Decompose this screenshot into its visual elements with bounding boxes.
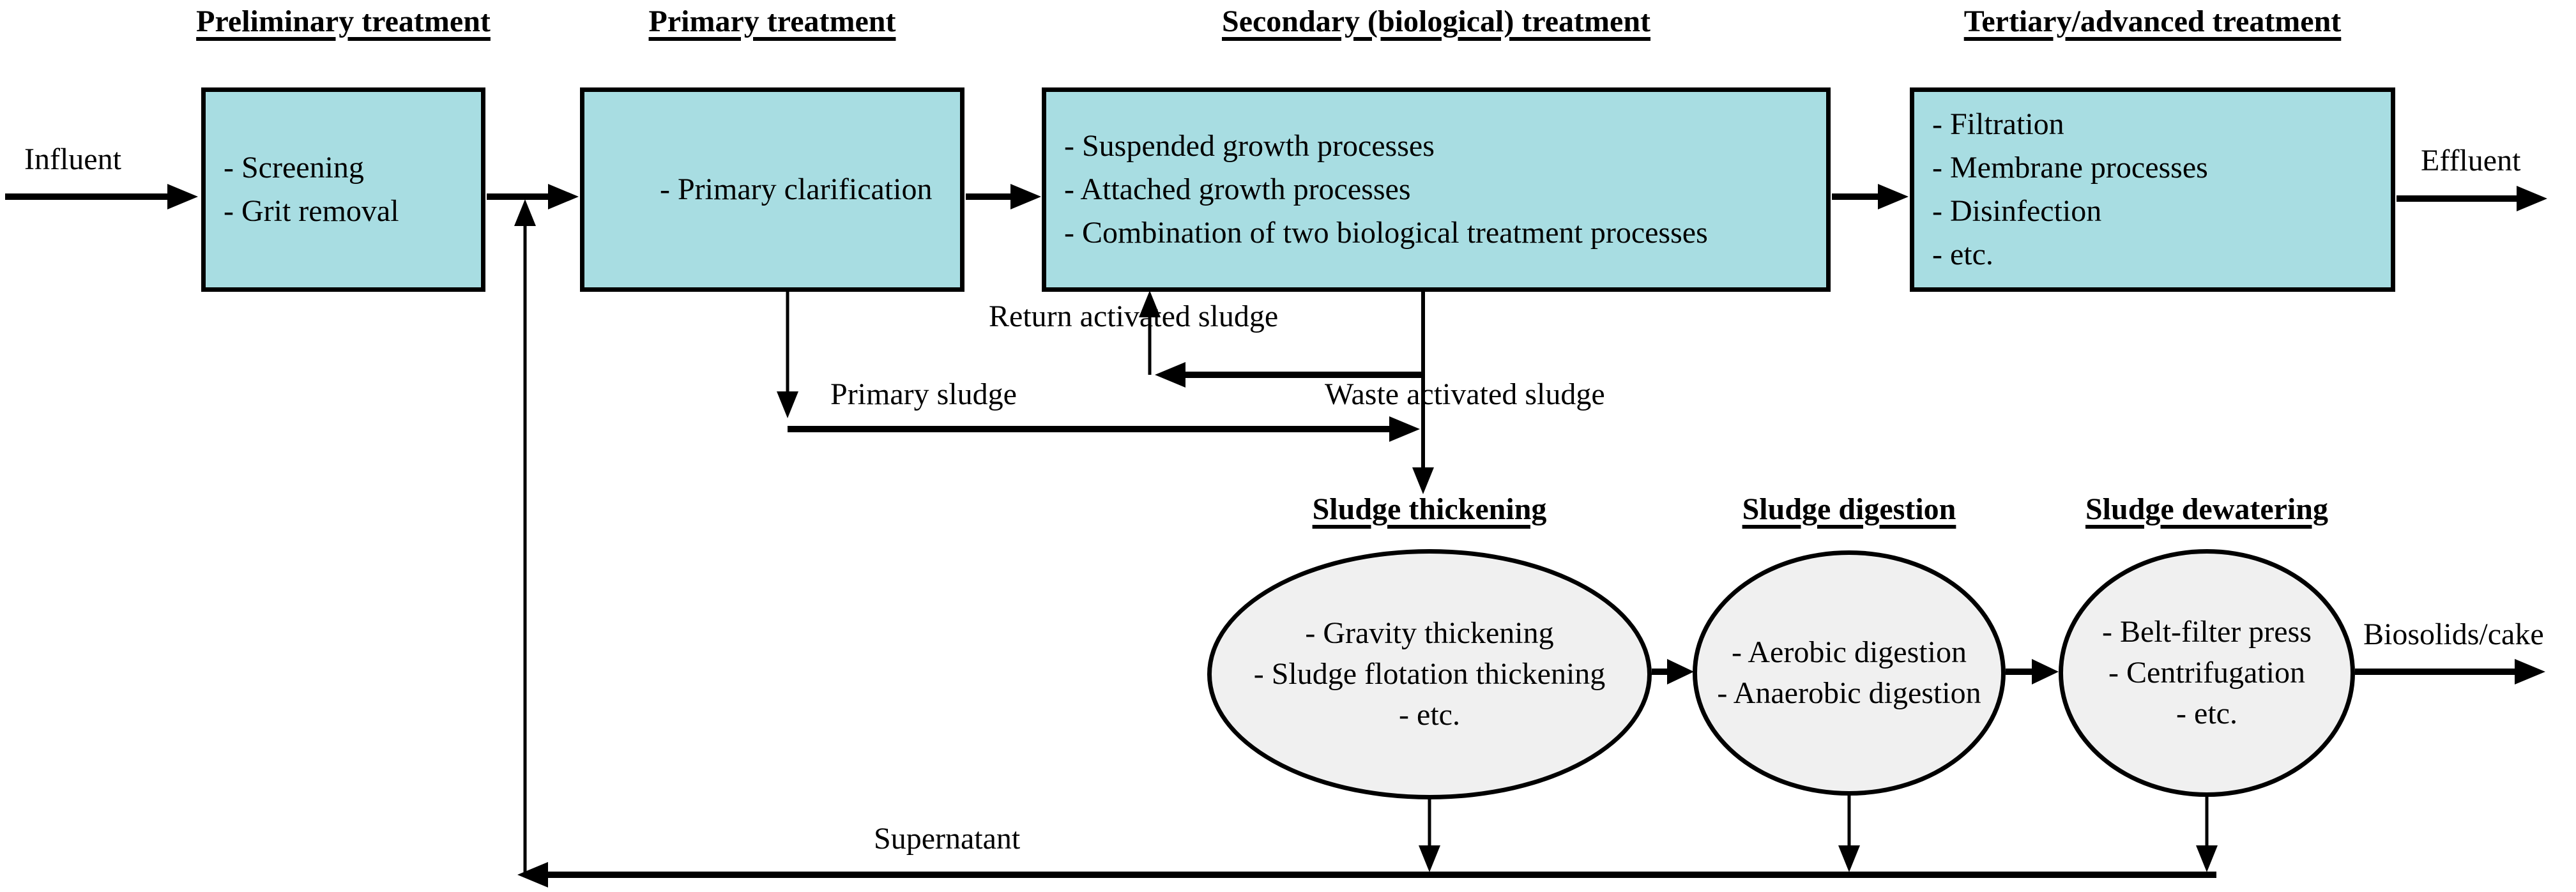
box-item: - Membrane processes [1932, 151, 2208, 185]
primary-sludge-label: Primary sludge [830, 377, 1017, 411]
box-item: - etc. [1932, 238, 1993, 271]
sludge-digestion-header: Sludge digestion [1742, 492, 1956, 526]
tertiary-treatment-box: - Filtration - Membrane processes - Disi… [1910, 87, 2395, 292]
preliminary-treatment-box: - Screening - Grit removal [201, 87, 485, 292]
ellipse-item: - Centrifugation [2108, 656, 2305, 690]
box-item: - Screening [224, 151, 364, 185]
tertiary-treatment-header: Tertiary/advanced treatment [1963, 4, 2342, 38]
biosolids-arrow [2355, 659, 2545, 684]
thickening-to-digestion-arrow [1652, 659, 1694, 684]
effluent-arrow [2397, 186, 2547, 211]
secondary-treatment-box: - Suspended growth processes - Attached … [1042, 87, 1831, 292]
supernatant-return-line [517, 862, 2216, 888]
sludge-digestion-ellipse: - Aerobic digestion - Anaerobic digestio… [1693, 550, 2006, 796]
primary-sludge-transfer-arrow [788, 416, 1420, 442]
dewatering-supernatant-drop-arrow [2196, 796, 2218, 872]
ellipse-item: - Gravity thickening [1305, 616, 1554, 650]
ellipse-item: - Belt-filter press [2102, 615, 2312, 649]
preliminary-treatment-header: Preliminary treatment [196, 4, 491, 38]
box-item: - Combination of two biological treatmen… [1064, 216, 1708, 250]
ellipse-item: - Sludge flotation thickening [1253, 657, 1606, 691]
preliminary-to-primary-arrow [487, 184, 579, 209]
return-activated-sludge-label: Return activated sludge [989, 299, 1279, 333]
primary-treatment-header: Primary treatment [648, 4, 896, 38]
sludge-thickening-ellipse: - Gravity thickening - Sludge flotation … [1207, 549, 1652, 799]
secondary-treatment-header: Secondary (biological) treatment [1222, 4, 1650, 38]
waste-activated-sludge-label: Waste activated sludge [1325, 377, 1605, 411]
box-item: - Attached growth processes [1064, 172, 1411, 206]
ellipse-item: - etc. [2176, 697, 2237, 730]
primary-to-secondary-arrow [966, 184, 1041, 209]
biosolids-cake-label: Biosolids/cake [2363, 617, 2544, 651]
box-item: - Grit removal [224, 194, 399, 228]
thickening-supernatant-drop-arrow [1419, 798, 1440, 872]
primary-treatment-box: - Primary clarification [580, 87, 964, 292]
box-item: - Filtration [1932, 107, 2064, 141]
influent-label: Influent [24, 142, 121, 176]
box-item: - Primary clarification [660, 172, 933, 206]
ellipse-item: - Aerobic digestion [1732, 635, 1967, 669]
sludge-thickening-header: Sludge thickening [1312, 492, 1547, 526]
supernatant-label: Supernatant [874, 822, 1021, 856]
box-item: - Disinfection [1932, 194, 2102, 228]
influent-arrow [5, 184, 198, 209]
ellipse-item: - Anaerobic digestion [1717, 676, 1981, 710]
digestion-to-dewatering-arrow [2006, 659, 2059, 684]
secondary-to-tertiary-arrow [1832, 184, 1909, 209]
sludge-dewatering-ellipse: - Belt-filter press - Centrifugation - e… [2059, 549, 2355, 797]
box-item: - Suspended growth processes [1064, 129, 1435, 163]
primary-sludge-drop-arrow [777, 292, 798, 418]
effluent-label: Effluent [2421, 144, 2521, 178]
digestion-supernatant-drop-arrow [1838, 794, 1860, 872]
supernatant-return-riser [514, 199, 536, 875]
ellipse-item: - etc. [1399, 698, 1460, 732]
sludge-dewatering-header: Sludge dewatering [2085, 492, 2328, 526]
